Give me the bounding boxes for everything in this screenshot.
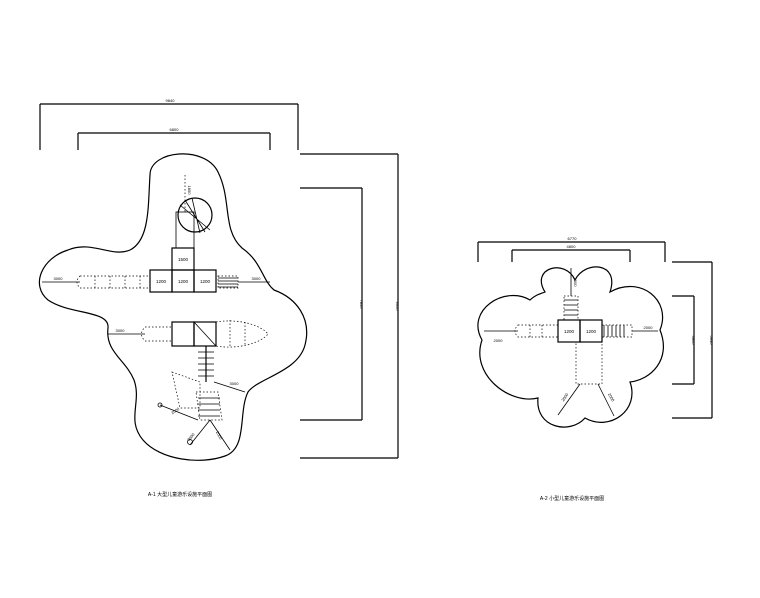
left-lower-climber: 3000 xyxy=(198,346,246,393)
left-slide-top-label: 1850 xyxy=(187,186,192,196)
left-middle-row: 3000 xyxy=(108,320,269,348)
right-overall-height-dimension: 5940 xyxy=(672,261,714,419)
left-module-mid-right xyxy=(193,269,217,293)
right-plan-caption: A-2 小型儿童游乐设施平面图 xyxy=(540,495,604,502)
right-inner-height-dimension: 3800 xyxy=(672,295,696,385)
right-inner-height-label: 3800 xyxy=(691,336,696,346)
left-safety-zone-outline xyxy=(38,153,308,461)
left-arm-top-label: 3000 xyxy=(186,431,196,442)
right-arm-bottom-right-label: 2000 xyxy=(607,392,616,403)
left-arm-mid-label: 3000 xyxy=(116,328,126,333)
right-arm-top-climber: 2000 xyxy=(563,268,579,321)
left-module-mid-right-label: 1200 xyxy=(200,279,211,284)
right-arm-right-net: 2000 xyxy=(601,324,658,338)
left-overall-width-label: 9840 xyxy=(166,98,176,103)
left-central-modules: 1500 1200 1200 1200 xyxy=(149,247,217,293)
right-central-modules: 1200 1200 xyxy=(557,319,603,343)
left-arm-low-label: 3000 xyxy=(230,381,240,386)
left-arm-right-net: 3000 xyxy=(217,275,270,289)
left-module-mid-left-label: 1200 xyxy=(156,279,167,284)
right-module-right-label: 1200 xyxy=(586,329,597,334)
right-inner-width-label: 4800 xyxy=(567,244,577,249)
right-overall-width-dimension: 6770 xyxy=(477,236,666,262)
left-arm-right-label: 3000 xyxy=(252,276,262,281)
left-arm-bottom-right-label: 2000 xyxy=(215,430,224,441)
left-inner-height-dimension: 7850 xyxy=(300,187,364,421)
left-plan-caption: A-1 大型儿童游乐设施平面图 xyxy=(148,491,212,498)
right-arm-left-tube: 2000 xyxy=(484,324,559,343)
left-overall-height-label: 9650 xyxy=(395,302,400,312)
left-module-top-label: 1500 xyxy=(178,257,189,262)
left-playground-plan: 9840 6800 9650 7850 xyxy=(38,98,400,498)
right-module-left-label: 1200 xyxy=(564,329,575,334)
left-module-mid-center-label: 1200 xyxy=(178,279,189,284)
left-arm-left-label: 3000 xyxy=(54,276,64,281)
left-inner-width-label: 6800 xyxy=(170,127,180,132)
right-arm-left-label: 2000 xyxy=(494,338,504,343)
left-arm-bottom-left-label: 2000 xyxy=(170,406,181,416)
left-arm-tube: 3000 xyxy=(42,275,151,289)
right-inner-width-dimension: 4800 xyxy=(511,244,631,262)
left-module-lower-right xyxy=(193,321,217,347)
right-arm-bottom-left-label: 2000 xyxy=(560,391,570,402)
right-overall-width-label: 6770 xyxy=(568,236,578,241)
right-arm-top-label: 2000 xyxy=(573,278,578,288)
left-overall-height-dimension: 9650 xyxy=(300,153,400,459)
left-module-lower-left xyxy=(171,321,195,347)
right-safety-zone-outline xyxy=(477,266,665,428)
left-inner-width-dimension: 6800 xyxy=(77,127,271,150)
right-arm-right-label: 2000 xyxy=(644,325,654,330)
right-bottom-fan: 2000 2000 xyxy=(557,341,616,417)
left-inner-height-label: 7850 xyxy=(359,300,364,310)
left-bottom-fan: 2000 2000 3000 xyxy=(157,371,231,451)
left-overall-width-dimension: 9840 xyxy=(39,98,299,150)
right-playground-plan: 6770 4800 5940 3800 1200 1200 xyxy=(477,236,714,502)
left-spiral-slide: 1850 xyxy=(175,175,213,249)
right-overall-height-label: 5940 xyxy=(709,336,714,346)
